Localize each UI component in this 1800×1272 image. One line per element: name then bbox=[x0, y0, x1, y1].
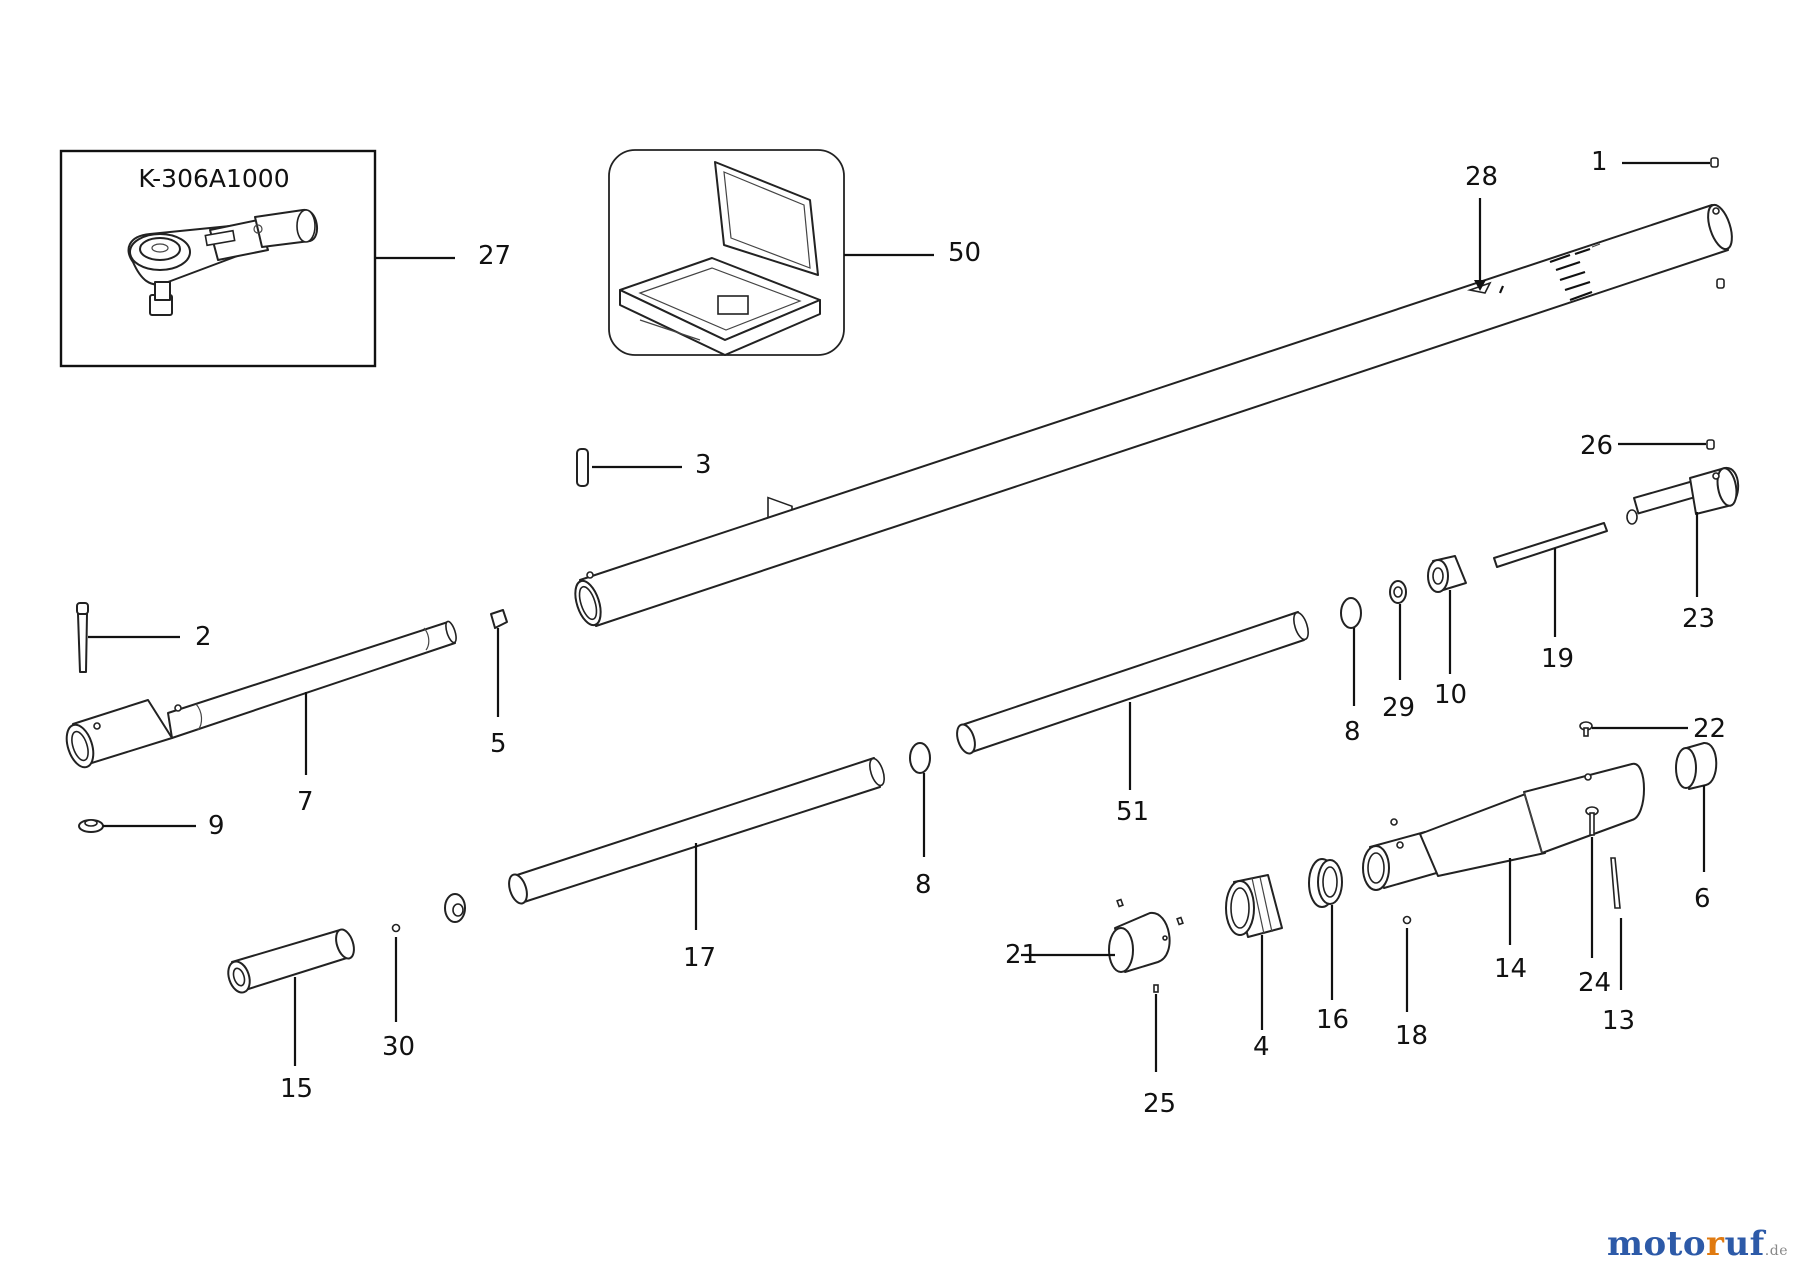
part-15-sleeve: 15 bbox=[227, 928, 355, 1104]
carrying-case-50: 50 bbox=[608, 149, 981, 538]
label-30: 30 bbox=[382, 1032, 415, 1062]
label-24: 24 bbox=[1578, 968, 1611, 998]
label-5: 5 bbox=[490, 729, 507, 759]
label-2: 2 bbox=[195, 622, 212, 652]
part-13-pin: 13 bbox=[1602, 857, 1635, 1036]
part-18-ball: 18 bbox=[1395, 915, 1428, 1051]
label-6: 6 bbox=[1694, 884, 1711, 914]
label-10: 10 bbox=[1434, 680, 1467, 710]
kit-code: K-306A1000 bbox=[138, 164, 289, 193]
label-16: 16 bbox=[1316, 1005, 1349, 1035]
label-8b: 8 bbox=[915, 870, 932, 900]
part-17-tube: 17 bbox=[508, 757, 885, 973]
part-9-nut: 9 bbox=[78, 811, 225, 841]
part-4-ring: 4 bbox=[1225, 874, 1283, 1062]
label-7: 7 bbox=[297, 787, 314, 817]
label-51: 51 bbox=[1116, 797, 1149, 827]
label-26: 26 bbox=[1580, 431, 1613, 461]
kit-box-27: K-306A1000 27 bbox=[59, 149, 511, 368]
label-50: 50 bbox=[948, 238, 981, 268]
part-24-bolt: 24 bbox=[1578, 806, 1611, 998]
part-21-cone: 21 bbox=[1005, 898, 1184, 973]
label-8a: 8 bbox=[1344, 717, 1361, 747]
part-23-end-handle: 23 bbox=[1626, 467, 1740, 634]
label-14: 14 bbox=[1494, 954, 1527, 984]
part-16-spring-ring: 16 bbox=[1308, 858, 1349, 1035]
watermark-logo: motoruf.de bbox=[1606, 1224, 1788, 1264]
part-30-ball: 30 bbox=[382, 923, 415, 1062]
label-28: 28 bbox=[1465, 162, 1498, 192]
part-25-pin: 25 bbox=[1143, 984, 1176, 1119]
label-13: 13 bbox=[1602, 1006, 1635, 1036]
part-10-bushing: 10 bbox=[1427, 555, 1467, 710]
label-21: 21 bbox=[1005, 940, 1038, 970]
label-1: 1 bbox=[1591, 147, 1608, 177]
part-2-pin: 2 bbox=[76, 602, 212, 673]
label-9: 9 bbox=[208, 811, 225, 841]
part-6-cap: 6 bbox=[1675, 741, 1718, 914]
label-15: 15 bbox=[280, 1074, 313, 1104]
part-1: 1 bbox=[1591, 147, 1725, 289]
part-8-disc-upper: 8 bbox=[1340, 597, 1362, 747]
label-22: 22 bbox=[1693, 714, 1726, 744]
part-14-body: 14 bbox=[1362, 762, 1645, 984]
label-17: 17 bbox=[683, 943, 716, 973]
label-23: 23 bbox=[1682, 604, 1715, 634]
ratchet-wrench-illustration bbox=[127, 209, 319, 316]
label-25: 25 bbox=[1143, 1089, 1176, 1119]
part-19-rod: 19 bbox=[1493, 522, 1608, 674]
label-27: 27 bbox=[478, 241, 511, 271]
label-19: 19 bbox=[1541, 644, 1574, 674]
main-tube-28: 28 bbox=[574, 162, 1733, 627]
part-29-washer: 29 bbox=[1382, 580, 1415, 723]
part-plug bbox=[444, 893, 466, 923]
label-4: 4 bbox=[1253, 1032, 1270, 1062]
label-18: 18 bbox=[1395, 1021, 1428, 1051]
label-29: 29 bbox=[1382, 693, 1415, 723]
part-51-tube: 51 bbox=[956, 611, 1309, 827]
part-8-disc-lower: 8 bbox=[909, 742, 932, 900]
part-22-screw: 22 bbox=[1579, 714, 1726, 744]
part-26: 26 bbox=[1580, 431, 1715, 461]
label-3: 3 bbox=[695, 450, 712, 480]
part-3-pin: 3 bbox=[576, 448, 712, 487]
part-5-square-block: 5 bbox=[490, 609, 508, 759]
scale-markings bbox=[1549, 243, 1601, 302]
part-7-handle-tube: 7 bbox=[65, 620, 457, 817]
